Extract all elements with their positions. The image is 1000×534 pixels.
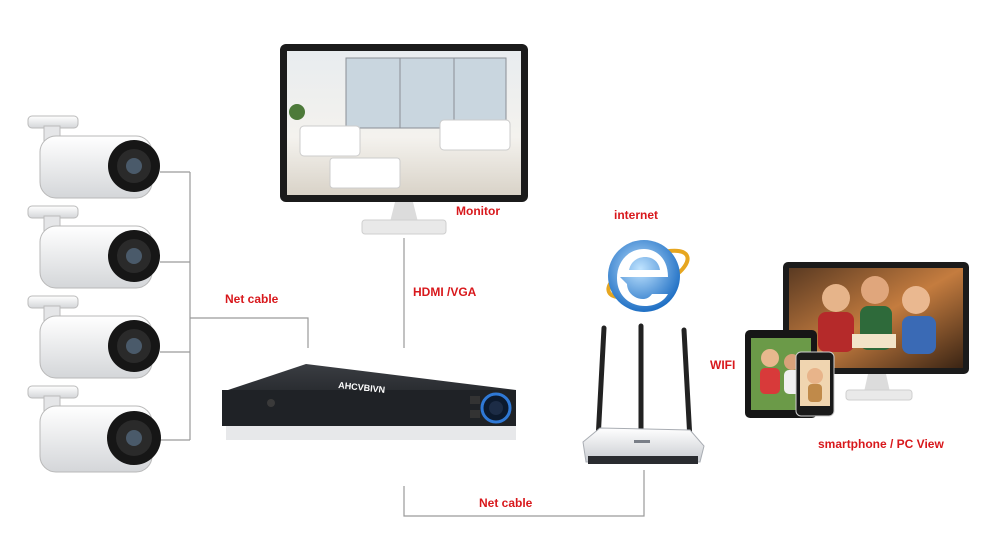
bullet-camera-icon [27, 385, 161, 473]
bullet-camera-icon [27, 205, 160, 289]
monitor-icon [280, 44, 528, 235]
tablet-icon [745, 330, 817, 418]
bullet-camera-icon [27, 115, 160, 199]
monitor-label: Monitor [456, 204, 500, 218]
net-cable-label-left: Net cable [225, 292, 279, 306]
net-cable-label-bottom: Net cable [479, 496, 533, 510]
internet-explorer-icon [606, 240, 690, 312]
hdmi-vga-label: HDMI /VGA [413, 285, 477, 299]
router-icon [582, 323, 705, 464]
bullet-camera-icon [27, 295, 160, 379]
wires [160, 171, 645, 517]
dvr-brand-text: AHCVBIVN [338, 380, 386, 395]
wire-net-cable-bottom [403, 470, 645, 517]
internet-label: internet [614, 208, 659, 222]
wifi-label: WIFI [710, 358, 736, 372]
dvr-icon: AHCVBIVN [222, 364, 516, 440]
wire-net-cable-left [190, 317, 309, 348]
pc-monitor-icon [783, 262, 969, 401]
smartphone-icon [795, 351, 835, 417]
view-label: smartphone / PC View [818, 437, 944, 451]
